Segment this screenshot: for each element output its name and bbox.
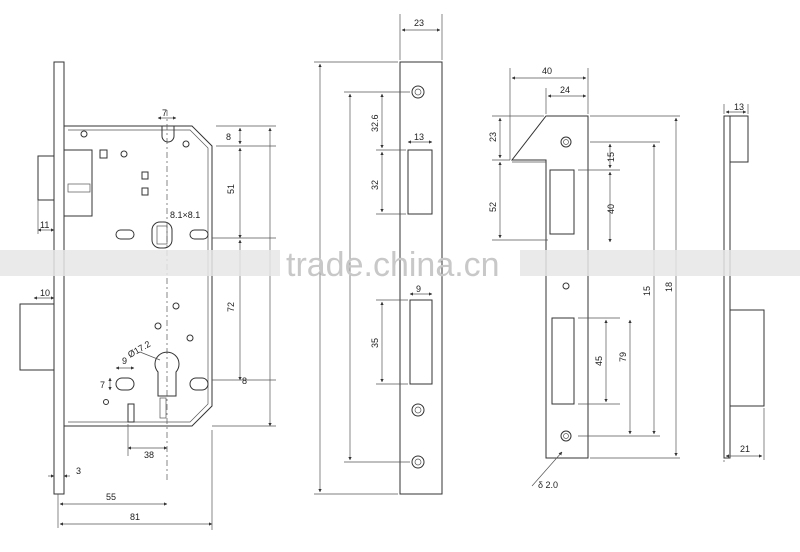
dim-15-b: 15 — [642, 286, 652, 296]
blur-strip — [520, 250, 800, 276]
faceplate-screw-inner — [414, 406, 422, 414]
slot-hole — [189, 229, 209, 240]
dim-52: 52 — [488, 202, 498, 212]
screw-hole — [80, 130, 88, 138]
cylinder-hole — [154, 351, 180, 397]
strike-screw — [560, 136, 572, 148]
side-plate — [723, 115, 731, 459]
slot-hole — [115, 377, 135, 391]
strike-screw-inner — [563, 433, 569, 439]
faceplate-view: 23 32.6 13 32 9 35 — [314, 14, 443, 495]
screw-hole — [186, 334, 194, 342]
screw-hole — [103, 399, 109, 405]
latch-spring — [67, 183, 91, 193]
dim-51: 51 — [226, 184, 236, 194]
dim-38: 38 — [144, 450, 154, 460]
latch-recess — [549, 169, 575, 235]
dim-23: 23 — [488, 132, 498, 142]
dim-81: 81 — [130, 512, 140, 522]
strike-plate-view: 40 24 23 15 52 40 15 18 45 79 δ 2.0 — [488, 66, 680, 490]
dim-13: 13 — [414, 132, 424, 142]
dim-23: 23 — [414, 18, 424, 28]
faceplate-screw — [411, 403, 425, 417]
dim-10: 10 — [40, 288, 50, 298]
dim-45: 45 — [594, 356, 604, 366]
lock-faceplate — [53, 61, 65, 495]
latch-bolt — [37, 155, 55, 201]
strike-screw — [560, 430, 572, 442]
strike-plate-outline — [510, 115, 589, 459]
dim-21: 21 — [740, 444, 750, 454]
square-hole — [141, 187, 149, 196]
dim-8-1: 8.1×8.1 — [170, 210, 200, 220]
side-lip — [730, 115, 749, 163]
screw-hole — [154, 322, 162, 330]
lock-body-view: 7 8 51 8.1×8.1 11 10 72 Ø17.2 9 7 8 38 3… — [19, 61, 276, 530]
cylinder-slot — [159, 397, 167, 419]
dim-11: 11 — [40, 220, 49, 230]
strike-hole — [562, 282, 570, 290]
dim-18: 18 — [664, 282, 674, 292]
leader-line — [531, 451, 563, 487]
watermark-text: trade.china.cn — [286, 246, 500, 284]
screw-hole — [182, 140, 190, 148]
faceplate-screw — [411, 455, 425, 469]
dim-thickness: δ 2.0 — [538, 480, 558, 490]
dim-15-a: 15 — [606, 152, 616, 162]
dim-32: 32 — [370, 180, 380, 190]
faceplate-screw-inner — [414, 88, 422, 96]
dim-35: 35 — [370, 338, 380, 348]
slot-hole — [115, 229, 135, 240]
dim-72: 72 — [226, 302, 236, 312]
dim-3: 3 — [76, 466, 81, 476]
dim-40-top: 40 — [542, 66, 552, 76]
faceplate-screw — [411, 85, 425, 99]
rect-slot — [127, 403, 135, 423]
screw-hole — [120, 150, 128, 158]
dim-8-top: 8 — [226, 132, 231, 142]
spindle-square — [156, 225, 168, 245]
dim-9: 9 — [416, 284, 421, 294]
screw-hole — [172, 302, 180, 310]
dim-32-6: 32.6 — [370, 114, 380, 132]
latch-housing — [63, 149, 93, 217]
dim-13: 13 — [734, 102, 744, 112]
faceplate-screw-inner — [414, 458, 422, 466]
dead-bolt — [19, 303, 55, 371]
dim-7-side: 7 — [100, 380, 105, 390]
faceplate-outline — [399, 61, 443, 495]
strike-screw-inner — [563, 139, 569, 145]
side-view: 13 21 — [723, 102, 765, 462]
bolt-recess — [551, 317, 575, 405]
dim-8-right: 8 — [242, 376, 247, 386]
deadbolt-opening — [409, 299, 433, 385]
slot-hole — [189, 377, 209, 391]
leader-line — [139, 351, 161, 361]
dim-40-v: 40 — [606, 204, 616, 214]
square-hole — [99, 149, 108, 159]
dim-55: 55 — [106, 492, 116, 502]
top-notch — [161, 126, 175, 143]
square-hole — [141, 171, 149, 180]
latch-opening — [407, 149, 433, 215]
dim-24: 24 — [560, 85, 570, 95]
dim-7-top: 7 — [162, 108, 167, 118]
dim-17-2: Ø17.2 — [126, 339, 152, 360]
watermark-band: trade.china.cn — [0, 246, 800, 284]
dim-79: 79 — [618, 352, 628, 362]
blur-strip — [0, 250, 280, 276]
spindle-hole — [151, 221, 173, 249]
side-box — [729, 309, 765, 407]
dim-9: 9 — [122, 356, 127, 366]
